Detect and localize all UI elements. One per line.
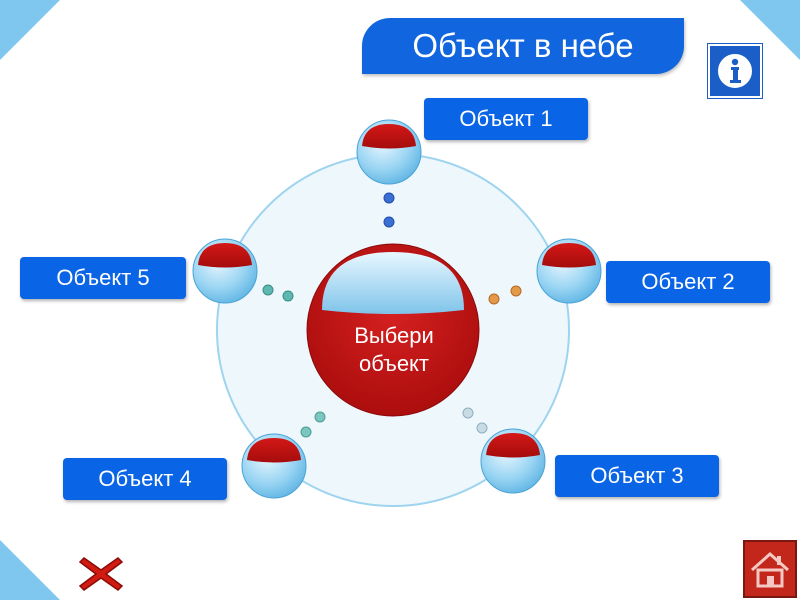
object-1-button[interactable]: Объект 1: [424, 98, 588, 140]
close-button[interactable]: [78, 554, 124, 594]
sphere-object-1: [357, 120, 421, 184]
center-label: Выбери объект: [314, 322, 474, 378]
center-label-line-1: Выбери: [314, 322, 474, 350]
object-2-button[interactable]: Объект 2: [606, 261, 770, 303]
center-label-line-2: объект: [314, 350, 474, 378]
home-button[interactable]: [743, 540, 797, 598]
sphere-object-3: [481, 429, 545, 493]
sphere-object-4: [242, 434, 306, 498]
close-icon: [78, 554, 124, 594]
home-icon: [748, 546, 792, 592]
object-3-button[interactable]: Объект 3: [555, 455, 719, 497]
object-4-button[interactable]: Объект 4: [63, 458, 227, 500]
sphere-object-2: [537, 239, 601, 303]
object-5-button[interactable]: Объект 5: [20, 257, 186, 299]
sphere-object-5: [193, 239, 257, 303]
